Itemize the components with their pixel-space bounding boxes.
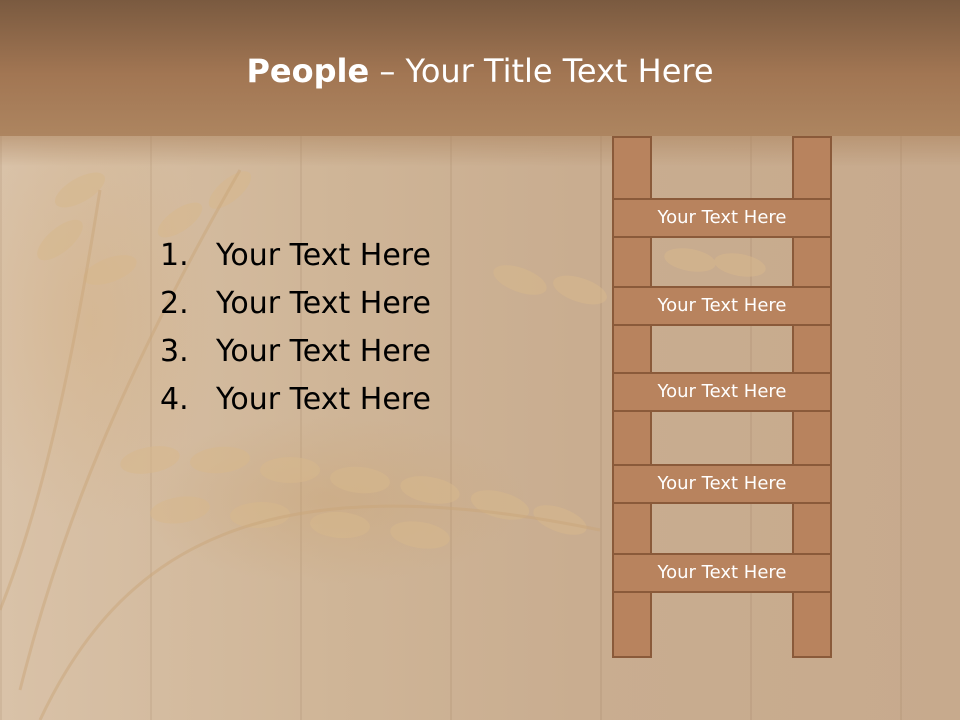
ladder-step: Your Text Here [612,464,832,504]
list-text: Your Text Here [216,382,431,417]
list-item: 2. Your Text Here [160,280,431,328]
list-number: 4. [160,382,189,417]
title-rest: – Your Title Text Here [369,52,714,90]
list-number: 1. [160,238,189,273]
list-text: Your Text Here [216,334,431,369]
slide-title: People – Your Title Text Here [0,52,960,90]
wheat-illustration [0,169,766,720]
ladder-step: Your Text Here [612,286,832,326]
list-item: 4. Your Text Here [160,376,431,424]
ladder-step: Your Text Here [612,553,832,593]
ladder-step: Your Text Here [612,198,832,238]
ladder-step: Your Text Here [612,372,832,412]
title-bold: People [246,52,370,90]
list-item: 3. Your Text Here [160,328,431,376]
list-text: Your Text Here [216,286,431,321]
list-number: 3. [160,334,189,369]
list-item: 1. Your Text Here [160,232,431,280]
list-text: Your Text Here [216,238,431,273]
title-bar [0,0,960,136]
list-number: 2. [160,286,189,321]
numbered-list: 1. Your Text Here 2. Your Text Here 3. Your… [160,232,431,424]
